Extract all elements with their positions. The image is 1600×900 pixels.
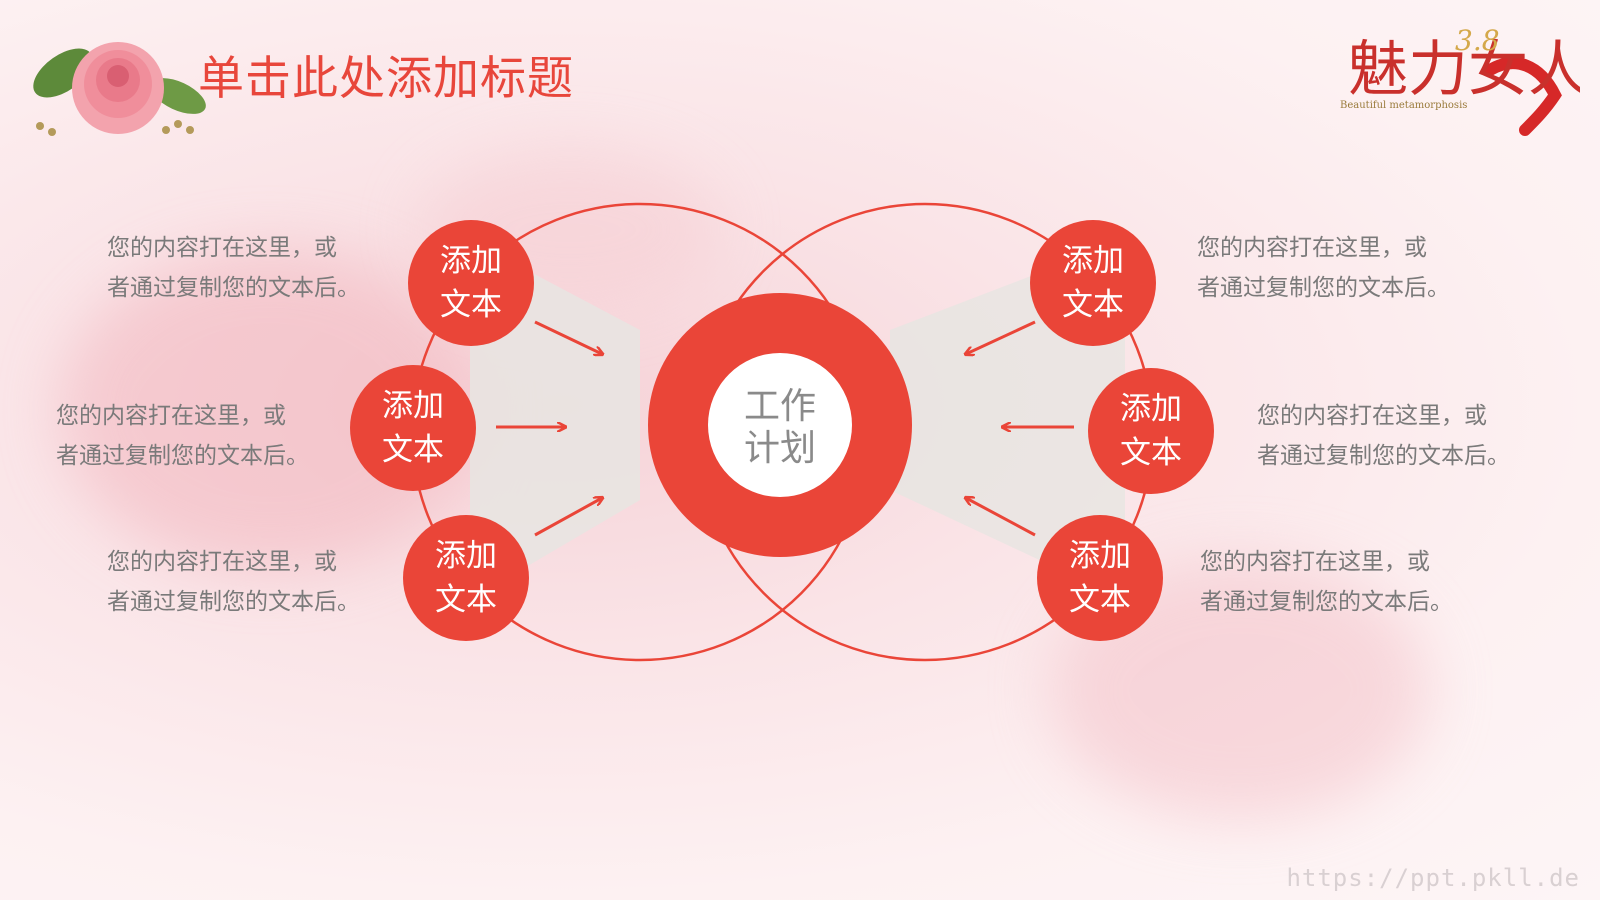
description-line1: 您的内容打在这里，或	[1197, 235, 1427, 261]
arrow-icon	[496, 320, 1074, 537]
center-label[interactable]: 工作 计划	[720, 386, 840, 470]
description-line2: 者通过复制您的文本后。	[1257, 443, 1510, 469]
description-left-bottom[interactable]: 您的内容打在这里，或 者通过复制您的文本后。	[107, 542, 387, 622]
center-hole	[708, 353, 852, 497]
node-label-line2: 文本	[1062, 287, 1124, 323]
node-left-top[interactable]: 添加文本	[408, 220, 534, 346]
description-line1: 您的内容打在这里，或	[1200, 549, 1430, 575]
description-line1: 您的内容打在这里，或	[1257, 403, 1487, 429]
node-label-line2: 文本	[440, 287, 502, 323]
node-label-line1: 添加	[1069, 538, 1131, 574]
node-label-line2: 文本	[382, 432, 444, 468]
description-line2: 者通过复制您的文本后。	[1200, 589, 1453, 615]
node-right-middle[interactable]: 添加文本	[1088, 368, 1214, 494]
center-label-line1: 工作	[743, 386, 816, 427]
node-label-line1: 添加	[435, 538, 497, 574]
slide-title[interactable]: 单击此处添加标题	[198, 51, 574, 105]
node-label-line2: 文本	[1120, 435, 1182, 471]
logo-main: 魅力女人节	[1348, 35, 1580, 105]
description-line2: 者通过复制您的文本后。	[107, 589, 360, 615]
node-right-top[interactable]: 添加文本	[1030, 220, 1156, 346]
node-label-line2: 文本	[1069, 582, 1131, 618]
rose-icon	[33, 42, 206, 136]
description-line2: 者通过复制您的文本后。	[56, 443, 309, 469]
description-right-middle[interactable]: 您的内容打在这里，或 者通过复制您的文本后。	[1257, 396, 1537, 476]
logo-tagline: Beautiful metamorphosis	[1340, 100, 1467, 111]
description-right-top[interactable]: 您的内容打在这里，或 者通过复制您的文本后。	[1197, 228, 1477, 308]
node-left-bottom[interactable]: 添加文本	[403, 515, 529, 641]
node-label-line1: 添加	[1062, 243, 1124, 279]
description-line2: 者通过复制您的文本后。	[107, 275, 360, 301]
logo-graphic: 魅力女人节 3.8 Beautiful metamorphosis	[1340, 24, 1600, 136]
node-left-middle[interactable]: 添加文本	[350, 365, 476, 491]
description-line1: 您的内容打在这里，或	[107, 549, 337, 575]
node-label-line2: 文本	[435, 582, 497, 618]
node-label-line1: 添加	[382, 388, 444, 424]
description-right-bottom[interactable]: 您的内容打在这里，或 者通过复制您的文本后。	[1200, 542, 1480, 622]
logo-number: 3.8	[1455, 24, 1500, 57]
node-label-line1: 添加	[1120, 391, 1182, 427]
description-left-middle[interactable]: 您的内容打在这里，或 者通过复制您的文本后。	[56, 396, 336, 476]
watermark: https://ppt.pkll.de	[1286, 864, 1580, 892]
logo: 魅力女人节 3.8 Beautiful metamorphosis	[1340, 10, 1600, 140]
description-left-top[interactable]: 您的内容打在这里，或 者通过复制您的文本后。	[107, 228, 387, 308]
description-line1: 您的内容打在这里，或	[107, 235, 337, 261]
description-line1: 您的内容打在这里，或	[56, 403, 286, 429]
center-label-line2: 计划	[743, 428, 816, 469]
node-label-line1: 添加	[440, 243, 502, 279]
node-right-bottom[interactable]: 添加文本	[1037, 515, 1163, 641]
description-line2: 者通过复制您的文本后。	[1197, 275, 1450, 301]
